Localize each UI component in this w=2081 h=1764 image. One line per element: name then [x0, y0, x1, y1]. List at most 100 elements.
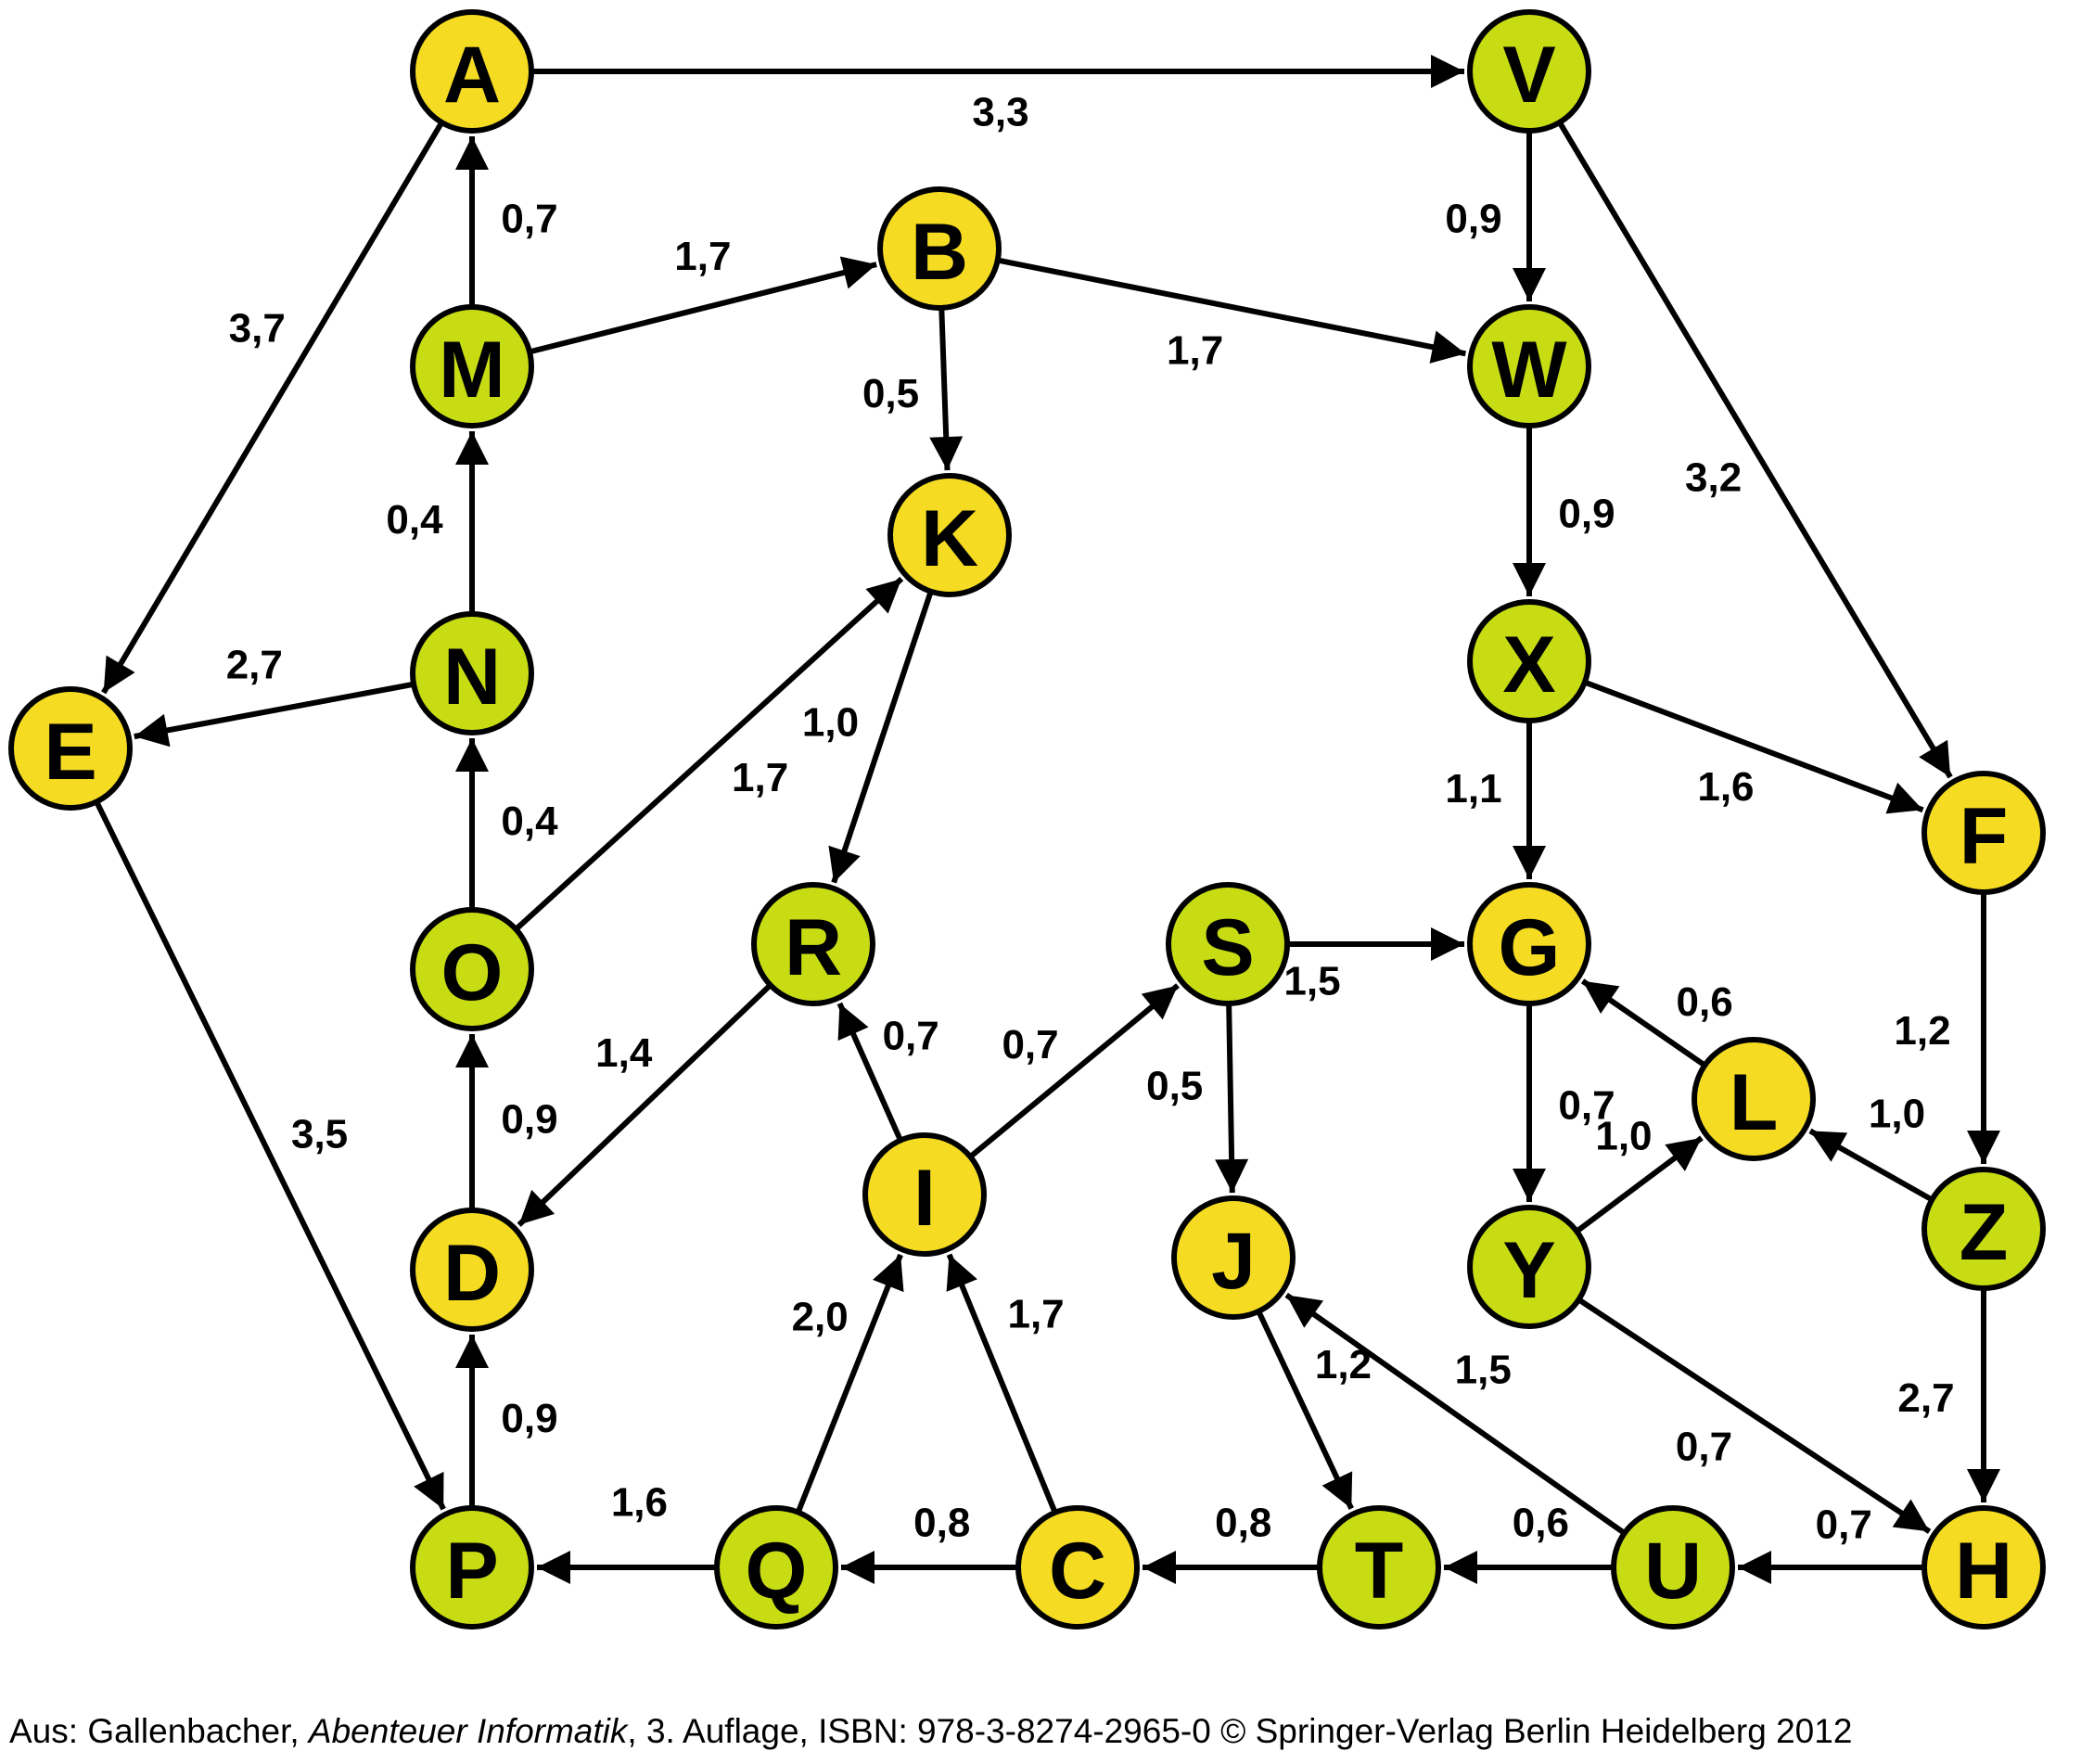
edge-weight-X-G: 1,1 — [1445, 766, 1501, 812]
edge-weight-P-D: 0,9 — [501, 1396, 557, 1441]
edge-X-F — [1585, 680, 1924, 814]
node-circle-O — [410, 907, 534, 1031]
node-circle-P — [410, 1505, 534, 1630]
node-label-G: G — [1499, 903, 1561, 992]
node-label-Q: Q — [746, 1527, 808, 1616]
node-label-Y: Y — [1502, 1226, 1555, 1315]
edge-weight-F-Z: 1,2 — [1894, 1008, 1950, 1054]
node-label-A: A — [443, 31, 501, 120]
node-circle-U — [1611, 1505, 1735, 1630]
node-label-N: N — [443, 633, 501, 722]
node-circle-T — [1317, 1505, 1441, 1630]
node-label-E: E — [44, 708, 96, 797]
node-label-B: B — [911, 208, 968, 297]
node-circle-Z — [1921, 1167, 2046, 1291]
edge-B-W — [999, 257, 1466, 364]
node-label-J: J — [1211, 1217, 1256, 1306]
node-P: P — [410, 1505, 534, 1630]
node-I: I — [862, 1132, 987, 1257]
directed-weighted-graph: 3,33,70,71,71,70,50,42,70,41,71,00,93,20… — [8, 9, 2046, 1630]
source-citation: Aus: Gallenbacher, Abenteuer Informatik,… — [9, 1712, 2077, 1758]
node-U: U — [1611, 1505, 1735, 1630]
node-label-T: T — [1355, 1527, 1404, 1616]
edge-weight-Y-L: 1,0 — [1595, 1113, 1652, 1158]
citation-suffix: , 3. Auflage, ISBN: 978-3-8274-2965-0 © … — [627, 1712, 1853, 1750]
edge-weight-R-D: 1,4 — [595, 1030, 653, 1076]
edge-weight-C-I: 1,7 — [1007, 1292, 1064, 1337]
node-S: S — [1166, 882, 1290, 1006]
node-H: H — [1921, 1505, 2046, 1630]
node-G: G — [1467, 882, 1591, 1006]
edge-weight-B-K: 0,5 — [862, 371, 919, 416]
edge-weight-J-T: 1,2 — [1315, 1342, 1372, 1387]
node-label-P: P — [445, 1527, 498, 1616]
edge-weight-A-E: 3,7 — [229, 306, 286, 352]
node-Z: Z — [1921, 1167, 2046, 1291]
edge-weight-Q-I: 2,0 — [792, 1295, 849, 1340]
edge-A-E — [101, 122, 443, 695]
edge-weight-O-K: 1,7 — [732, 755, 788, 800]
node-label-L: L — [1730, 1058, 1779, 1147]
node-circle-I — [862, 1132, 987, 1257]
edge-weight-V-F: 3,2 — [1685, 455, 1742, 501]
edge-weight-Z-H: 2,7 — [1897, 1375, 1954, 1421]
node-circle-L — [1692, 1037, 1816, 1161]
node-label-O: O — [441, 928, 504, 1017]
node-label-R: R — [785, 903, 842, 992]
node-circle-S — [1166, 882, 1290, 1006]
edge-B-K — [929, 309, 964, 471]
node-B: B — [877, 186, 1002, 311]
edge-weight-B-W: 1,7 — [1167, 328, 1223, 374]
edge-weight-I-R: 0,7 — [883, 1013, 939, 1058]
edge-Y-L — [1577, 1135, 1704, 1233]
node-label-U: U — [1644, 1527, 1702, 1616]
node-label-H: H — [1955, 1527, 2012, 1616]
edge-O-K — [515, 576, 904, 930]
edge-R-D — [517, 984, 772, 1227]
edge-C-I — [946, 1253, 1057, 1513]
edge-M-B — [530, 256, 877, 354]
node-circle-G — [1467, 882, 1591, 1006]
node-label-V: V — [1502, 31, 1555, 120]
edge-I-R — [836, 1002, 902, 1140]
edge-weight-U-T: 0,6 — [1513, 1501, 1569, 1546]
edge-I-S — [969, 983, 1180, 1158]
node-X: X — [1467, 599, 1591, 723]
node-label-Z: Z — [1960, 1188, 2009, 1277]
edge-weight-A-V: 3,3 — [972, 90, 1028, 135]
node-circle-M — [410, 304, 534, 428]
edge-weight-Z-L: 1,0 — [1869, 1092, 1925, 1137]
edge-weight-Q-P: 1,6 — [611, 1480, 668, 1526]
edge-weight-L-G: 0,6 — [1677, 979, 1733, 1025]
node-label-S: S — [1201, 903, 1254, 992]
edge-Y-H — [1578, 1297, 1932, 1534]
edge-weight-N-M: 0,4 — [386, 497, 443, 543]
node-circle-V — [1467, 9, 1591, 134]
node-label-D: D — [443, 1229, 501, 1318]
node-circle-K — [887, 473, 1012, 597]
edge-E-P — [95, 801, 446, 1511]
edge-weight-T-C: 0,8 — [1215, 1501, 1271, 1546]
edge-N-E — [134, 682, 413, 748]
node-label-W: W — [1491, 326, 1567, 415]
node-A: A — [410, 9, 534, 134]
node-label-X: X — [1502, 620, 1555, 709]
node-R: R — [751, 882, 875, 1006]
node-circle-R — [751, 882, 875, 1006]
node-label-I: I — [913, 1154, 936, 1243]
edge-weight-G-Y: 0,7 — [1558, 1083, 1615, 1129]
edge-weight-C-Q: 0,8 — [913, 1501, 970, 1546]
node-circle-X — [1467, 599, 1591, 723]
node-Y: Y — [1467, 1205, 1591, 1329]
edge-weight-W-X: 0,9 — [1558, 492, 1615, 537]
node-circle-H — [1921, 1505, 2046, 1630]
node-circle-B — [877, 186, 1002, 311]
node-F: F — [1921, 771, 2046, 895]
node-circle-D — [410, 1208, 534, 1332]
weights-layer: 3,33,70,71,71,70,50,42,70,41,71,00,93,20… — [226, 90, 1955, 1548]
node-circle-Y — [1467, 1205, 1591, 1329]
edge-weight-H-U: 0,7 — [1816, 1502, 1872, 1548]
node-circle-A — [410, 9, 534, 134]
edge-weight-D-O: 0,9 — [501, 1097, 557, 1143]
